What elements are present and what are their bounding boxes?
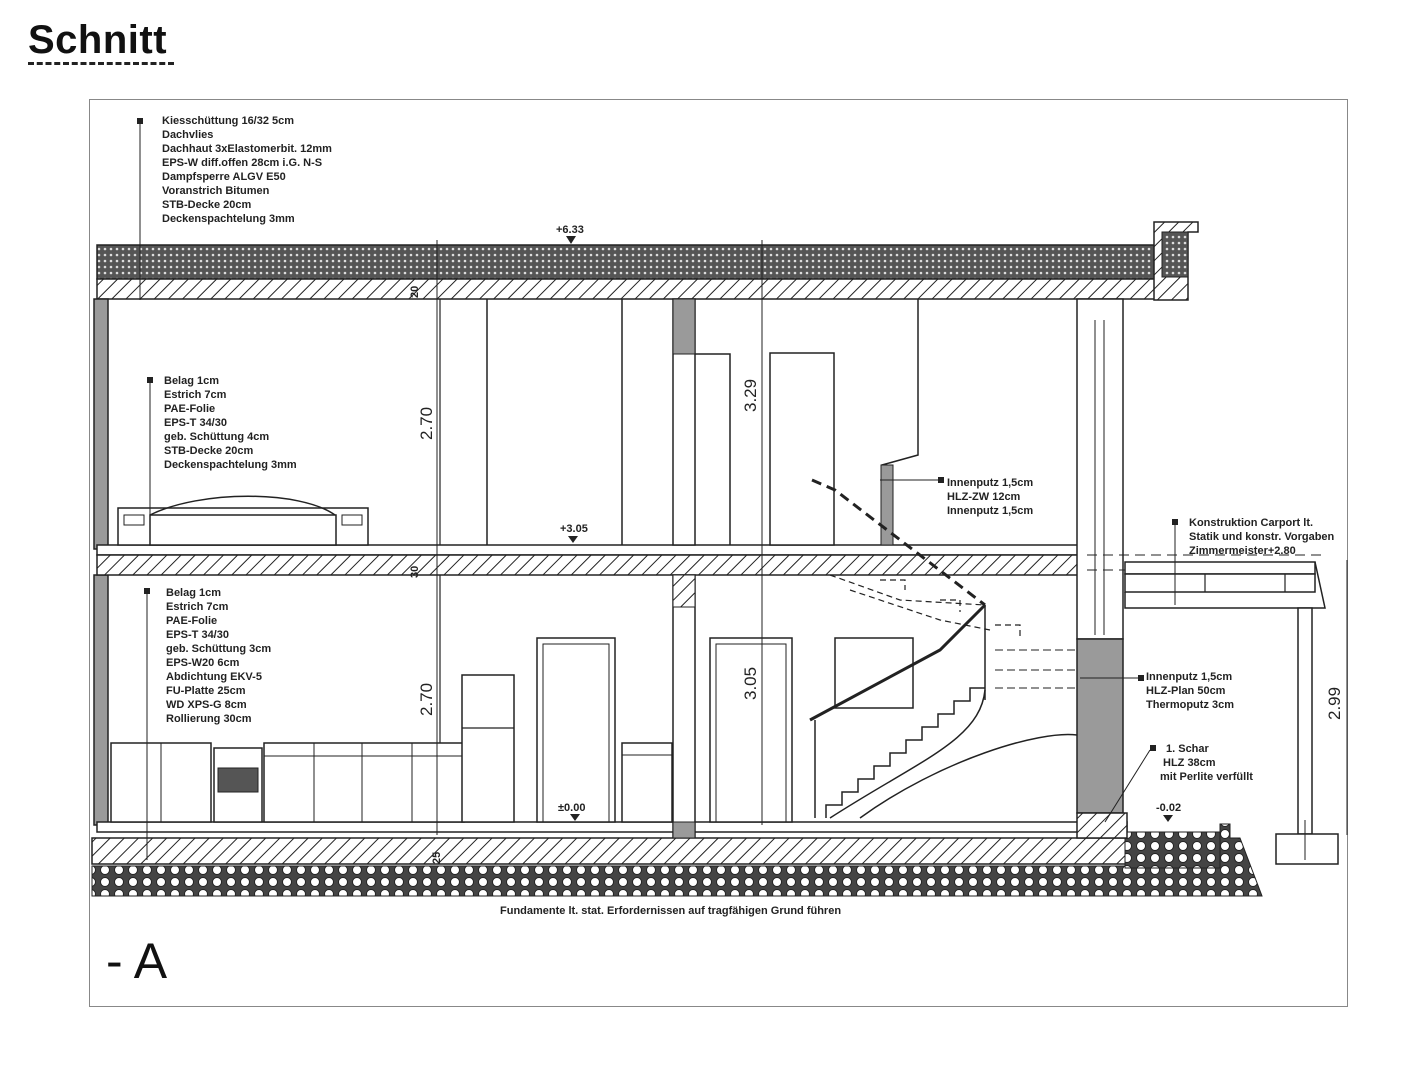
interior-walls: [439, 298, 919, 839]
dim-slab-ground: 25: [431, 852, 443, 864]
ground-floor-layer-note: Belag 1cm Estrich 7cm PAE-Folie EPS-T 34…: [166, 587, 274, 725]
upper-floor-layer-note: Belag 1cm Estrich 7cm PAE-Folie EPS-T 34…: [164, 375, 297, 471]
outer-wall-note: Innenputz 1,5cm HLZ-Plan 50cm Thermoputz…: [1146, 671, 1235, 711]
level-outside-marker: [1163, 815, 1173, 822]
carport-note: Konstruktion Carport lt. Statik und kons…: [1189, 517, 1337, 557]
footer-note: Fundamente lt. stat. Erfordernissen auf …: [500, 905, 841, 917]
dim-stair-upper: 3.29: [741, 379, 760, 412]
doors: [536, 352, 914, 823]
level-upper: +3.05: [560, 523, 588, 535]
dim-slab-upper: 20: [409, 286, 421, 298]
drawing-frame: [89, 99, 1348, 1007]
level-outside: -0.02: [1156, 802, 1181, 814]
inner-wall-note: Innenputz 1,5cm HLZ-ZW 12cm Innenputz 1,…: [947, 477, 1036, 517]
dim-carport: 2.99: [1325, 687, 1344, 720]
roof-assembly: [96, 221, 1199, 301]
kitchen: [110, 674, 673, 823]
upper-bed: [117, 495, 369, 546]
level-ground-marker: [570, 814, 580, 821]
roof-layer-note: Kiesschüttung 16/32 5cm Dachvlies Dachha…: [162, 115, 335, 225]
dim-stair-lower: 3.05: [741, 667, 760, 700]
level-ground: ±0.00: [558, 802, 585, 814]
page-title: Schnitt: [28, 18, 168, 62]
carport: [1087, 554, 1339, 865]
dimension-lines: [139, 120, 1348, 860]
section-mark: - A: [106, 933, 168, 989]
title-underline: [28, 62, 174, 69]
level-roof: +6.33: [556, 224, 584, 236]
dim-upper-room: 2.70: [417, 407, 436, 440]
leader-markers: [137, 118, 1178, 751]
dim-ground-room: 2.70: [417, 683, 436, 716]
level-roof-marker: [566, 236, 576, 244]
upper-floor-slab: [96, 544, 1088, 576]
first-course-note: 1. Schar HLZ 38cm mit Perlite verfüllt: [1160, 743, 1253, 783]
level-upper-marker: [568, 536, 578, 543]
ground-floor-slab: [91, 821, 1263, 897]
dim-slab-mid: 30: [409, 566, 421, 578]
staircase: [809, 478, 1078, 819]
right-wall: [1076, 298, 1128, 839]
